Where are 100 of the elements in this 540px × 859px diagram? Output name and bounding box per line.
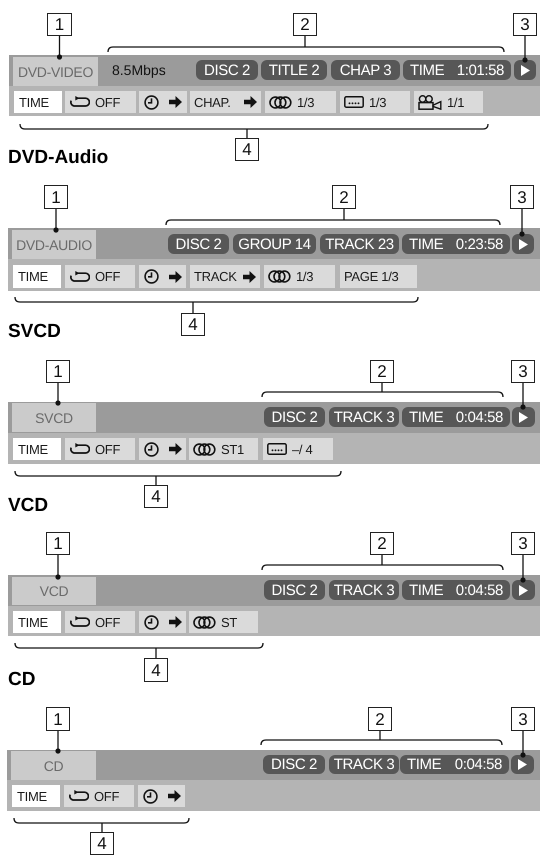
- setting-text: TIME: [18, 442, 48, 456]
- play-indicator: [512, 580, 535, 600]
- callout-number: 4: [242, 141, 252, 158]
- status-label: DISC 2: [271, 757, 317, 772]
- callout-box: [513, 13, 537, 36]
- status-label: TIME: [410, 62, 444, 78]
- display-bar: [8, 228, 540, 291]
- callout-box: [510, 185, 534, 209]
- status-pill: [329, 407, 399, 427]
- status-value: 0:04:58: [454, 757, 502, 772]
- leader-line: [55, 731, 61, 754]
- status-label: TRACK 23: [325, 236, 394, 252]
- status-pill: [263, 755, 325, 774]
- callout-box: [293, 13, 317, 36]
- callout-number: 2: [375, 710, 385, 728]
- callout-number: 1: [51, 188, 61, 206]
- callout-number: 1: [53, 363, 63, 380]
- leader-line: [522, 36, 528, 63]
- setting-tile: [65, 611, 135, 633]
- disc-type-text: DVD-VIDEO: [18, 64, 94, 78]
- callout-number: 2: [300, 16, 310, 33]
- setting-text: TIME: [17, 790, 47, 802]
- callout-number: 3: [518, 710, 528, 728]
- setting-text: 1/1: [447, 96, 464, 108]
- disc-type-indicator: [12, 577, 96, 605]
- setting-text: CHAP.: [194, 96, 231, 108]
- setting-tile: [13, 611, 61, 633]
- callout-number: 3: [517, 188, 527, 206]
- callout-box: [44, 185, 68, 209]
- leader-line: [56, 36, 62, 60]
- setting-text: 1/3: [296, 270, 314, 283]
- setting-tile: [190, 91, 261, 113]
- display-bar: [9, 55, 540, 116]
- setting-text: OFF: [94, 790, 120, 802]
- status-label: TIME: [407, 757, 442, 772]
- setting-tile: [14, 91, 62, 113]
- leader-line: [520, 731, 526, 758]
- callout-box: [181, 313, 205, 336]
- callout-box: [46, 360, 70, 383]
- status-label: TIME: [409, 582, 444, 598]
- setting-tile: [139, 91, 187, 113]
- status-pill: [264, 580, 325, 600]
- play-indicator: [511, 755, 534, 774]
- disc-type-indicator: [11, 751, 96, 780]
- setting-text: OFF: [95, 616, 120, 628]
- callout-box: [511, 532, 535, 555]
- setting-tile: [13, 438, 61, 460]
- status-label: TITLE 2: [268, 62, 320, 78]
- status-value: 0:04:58: [456, 410, 503, 424]
- setting-text: 1/3: [369, 96, 386, 108]
- status-value: 1:01:58: [456, 62, 504, 78]
- callout-number: 4: [188, 316, 198, 333]
- callout-box: [511, 360, 535, 383]
- leader-line: [53, 209, 59, 233]
- section-heading: CD: [8, 670, 36, 691]
- status-label: TIME: [409, 410, 444, 424]
- callout-number: 2: [377, 363, 387, 380]
- callout-number: 4: [151, 662, 161, 678]
- setting-tile: [189, 438, 258, 460]
- setting-tile: [340, 91, 410, 113]
- setting-tile: [139, 611, 186, 633]
- setting-text: –/ 4: [292, 442, 312, 456]
- setting-text: OFF: [95, 96, 120, 108]
- leader-line: [520, 383, 526, 410]
- section-heading: DVD-Audio: [8, 148, 108, 169]
- status-value: 0:04:58: [456, 582, 503, 598]
- disc-type-indicator: [13, 57, 98, 86]
- status-label: CHAP 3: [340, 62, 392, 78]
- setting-tile: [13, 265, 61, 288]
- status-pill: [329, 755, 399, 774]
- display-bar: [8, 575, 540, 636]
- setting-text: ST1: [221, 442, 244, 456]
- callout-number: 1: [53, 535, 63, 552]
- setting-text: TRACK: [194, 270, 237, 283]
- play-indicator: [512, 234, 534, 254]
- play-indicator: [514, 60, 536, 80]
- leader-line: [520, 555, 526, 583]
- callout-number: 1: [54, 16, 64, 33]
- setting-tile: [64, 785, 134, 807]
- callout-number: 3: [518, 363, 528, 380]
- disc-type-text: VCD: [40, 584, 68, 598]
- setting-tile: [12, 785, 60, 807]
- setting-tile: [138, 785, 185, 807]
- setting-tile: [139, 265, 186, 288]
- display-bar: [7, 750, 540, 811]
- setting-text: ST: [221, 616, 238, 628]
- status-pill: [402, 234, 510, 254]
- setting-tile: [190, 265, 260, 288]
- callout-box: [368, 707, 392, 731]
- status-pill: [402, 407, 510, 427]
- disc-type-indicator: [12, 403, 96, 432]
- status-label: GROUP 14: [238, 236, 311, 252]
- status-label: TRACK 3: [334, 757, 394, 772]
- status-pill: [320, 234, 399, 254]
- callout-number: 4: [151, 488, 161, 505]
- status-pill: [400, 755, 509, 774]
- setting-tile: [265, 91, 336, 113]
- setting-tile: [65, 438, 135, 460]
- disc-type-text: SVCD: [35, 410, 73, 424]
- status-pill: [329, 580, 399, 600]
